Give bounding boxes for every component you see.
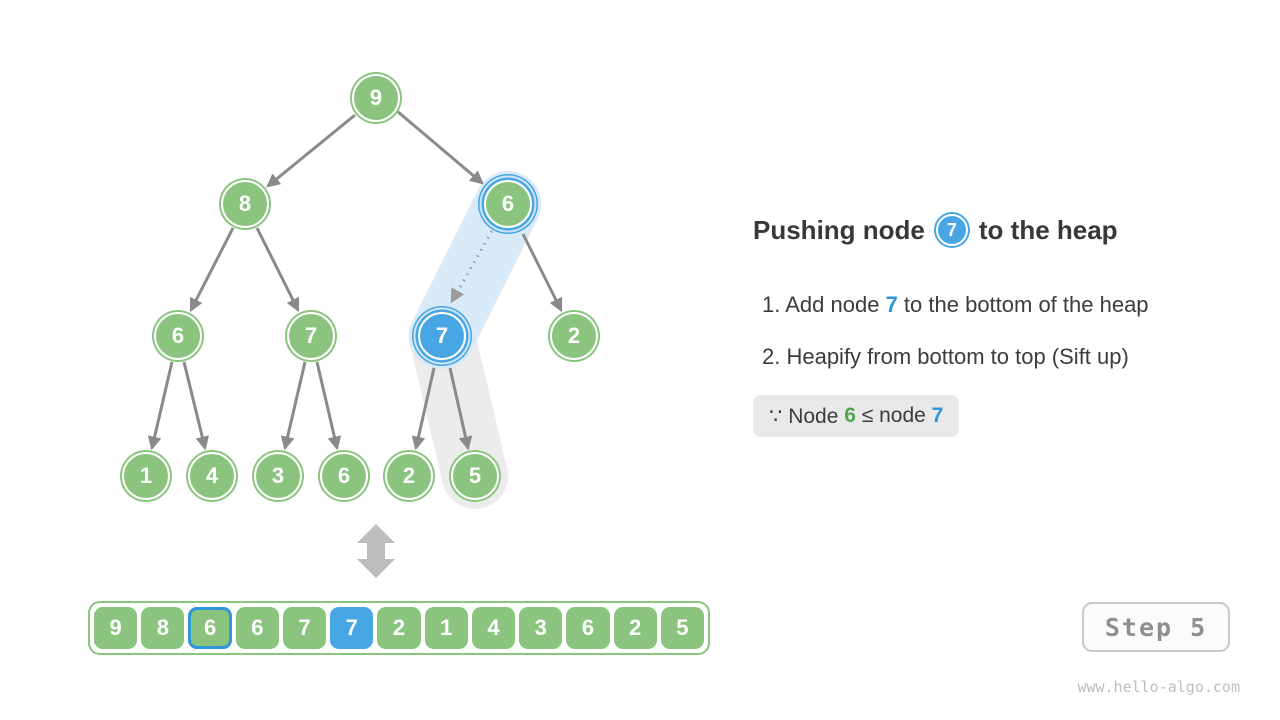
title-prefix: Pushing node xyxy=(753,214,925,245)
array-cell-parent-highlighted: 6 xyxy=(188,607,232,649)
comparison-note-box: ∵ Node 6 ≤ node 7 xyxy=(753,395,960,437)
array-cell: 4 xyxy=(471,607,516,649)
step-text: 1. Add node xyxy=(762,292,886,317)
tree-node: 6 xyxy=(154,312,202,360)
step-highlight-value: 7 xyxy=(885,292,898,317)
step-text: 2. Heapify from bottom to top (Sift up) xyxy=(762,344,1129,369)
tree-node: 7 xyxy=(287,312,335,360)
instruction-step-2: 2. Heapify from bottom to top (Sift up) xyxy=(762,344,1129,370)
panel-title: Pushing node 7 to the heap xyxy=(753,214,1118,246)
step-text: to the bottom of the heap xyxy=(897,292,1149,317)
tree-node: 2 xyxy=(550,312,598,360)
up-down-arrow-icon xyxy=(357,524,395,578)
tree-node-root: 9 xyxy=(352,74,400,122)
array-cell-pushed-highlighted: 7 xyxy=(330,607,374,649)
array-cell: 6 xyxy=(235,607,279,649)
watermark: www.hello-algo.com xyxy=(1077,678,1240,696)
array-cell: 2 xyxy=(613,607,657,649)
tree-node: 2 xyxy=(385,452,433,500)
array-cell: 5 xyxy=(660,607,705,649)
array-cell: 8 xyxy=(141,607,185,649)
array-cell: 9 xyxy=(94,607,138,649)
tree-node: 3 xyxy=(254,452,302,500)
note-text: ∵ Node xyxy=(769,404,845,428)
tree-node: 4 xyxy=(188,452,236,500)
note-green-value: 6 xyxy=(844,404,856,427)
heap-array: 9 8 6 6 7 7 2 1 4 3 6 2 5 xyxy=(88,601,710,655)
tree-edges xyxy=(147,109,563,451)
tree-node: 8 xyxy=(221,180,269,228)
title-suffix: to the heap xyxy=(978,214,1118,245)
array-cell: 7 xyxy=(282,607,327,649)
title-node-badge: 7 xyxy=(935,214,968,246)
tree-node: 5 xyxy=(451,452,499,500)
note-text: ≤ node xyxy=(855,404,932,427)
tree-node-parent-highlighted: 6 xyxy=(484,180,532,228)
array-cell: 2 xyxy=(377,607,421,649)
array-cell: 3 xyxy=(519,607,563,649)
step-counter-badge[interactable]: Step 5 xyxy=(1082,602,1230,652)
tree-node-pushed-highlighted: 7 xyxy=(418,312,466,360)
array-cell: 1 xyxy=(424,607,468,649)
array-cell: 6 xyxy=(566,607,610,649)
note-blue-value: 7 xyxy=(931,404,944,427)
instruction-step-1: 1. Add node 7 to the bottom of the heap xyxy=(762,292,1149,318)
tree-node: 1 xyxy=(122,452,170,500)
tree-node: 6 xyxy=(320,452,368,500)
